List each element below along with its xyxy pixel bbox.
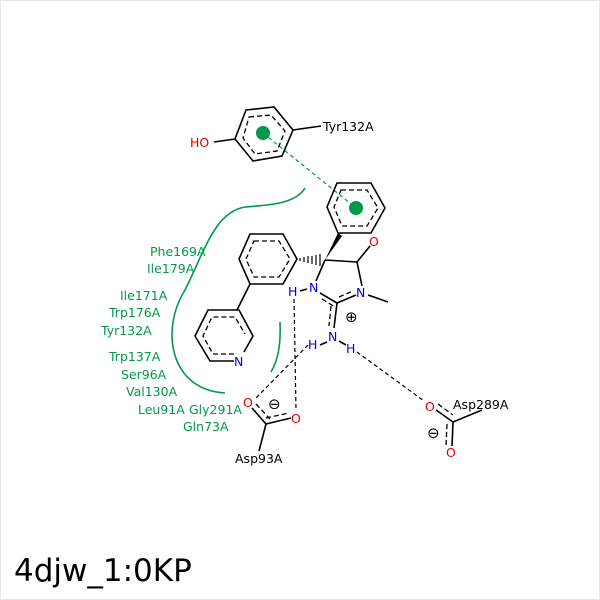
- pyridine-ring: [194, 309, 254, 362]
- asp289-o1: O: [425, 399, 435, 414]
- phenyl-ring-left: [236, 233, 298, 311]
- carbonyl-o: O: [369, 234, 379, 249]
- asp93-o2: O: [291, 411, 301, 426]
- residue-label: Trp137A: [108, 349, 161, 364]
- pi-center-ligand: [349, 201, 363, 215]
- hydrophobic-contour-small: [270, 321, 281, 373]
- imidazolone-ring: [299, 245, 389, 346]
- hydrophobic-contour: [171, 187, 306, 394]
- residue-label: Tyr132A: [100, 323, 152, 338]
- wedge-bond: [325, 233, 342, 260]
- asp93-label: Asp93A: [235, 451, 283, 466]
- residue-label: Trp176A: [108, 305, 161, 320]
- asp93-o1: O: [243, 395, 253, 410]
- residue-label: Gly291A: [189, 402, 242, 417]
- residue-label: Ile179A: [147, 261, 195, 276]
- residue-label: Ile171A: [120, 288, 168, 303]
- asp289-charge: ⊖: [427, 424, 440, 442]
- tyr132-ring: [213, 106, 322, 162]
- pyridine-n: N: [234, 354, 243, 369]
- hbond-exo-asp289: [356, 351, 425, 402]
- h-n1: H: [288, 284, 297, 299]
- diagram-title: 4djw_1:0KP: [14, 553, 192, 589]
- asp289-carboxylate: [435, 403, 483, 447]
- hbond-exo-asp93: [255, 344, 309, 399]
- h-exo-1: H: [308, 337, 317, 352]
- n1-label: N: [309, 280, 318, 295]
- hydroxyl-label: HO: [190, 135, 209, 150]
- residue-label: Ser96A: [121, 367, 167, 382]
- hashed-bond: [299, 254, 321, 266]
- asp93-carboxylate: [251, 403, 292, 452]
- asp289-o2: O: [446, 445, 456, 460]
- phenyl-ring-upper: [326, 182, 386, 234]
- tyr132-label: Tyr132A: [322, 119, 374, 134]
- n3-label: N: [356, 285, 365, 300]
- h-exo-2: H: [346, 341, 355, 356]
- residue-label: Leu91A: [138, 402, 185, 417]
- pi-stacking-line: [262, 132, 357, 209]
- exo-n-label: N: [328, 329, 337, 344]
- positive-charge: ⊕: [345, 308, 358, 326]
- residue-label: Val130A: [126, 384, 178, 399]
- asp93-charge: ⊖: [268, 395, 281, 413]
- hbond-n1-asp93: [293, 298, 297, 411]
- residue-label: Phe169A: [150, 244, 206, 259]
- residue-label: Gln73A: [183, 419, 229, 434]
- asp289-label: Asp289A: [453, 397, 509, 412]
